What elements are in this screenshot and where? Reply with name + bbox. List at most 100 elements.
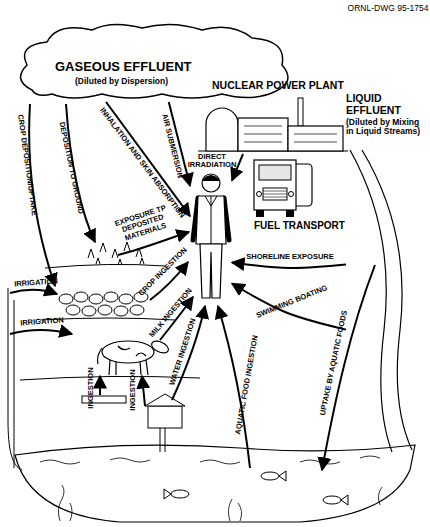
lake <box>15 445 415 522</box>
headlight <box>289 192 294 197</box>
river <box>350 150 412 452</box>
building-windows <box>244 126 337 142</box>
pathway-arrows <box>10 104 375 470</box>
pathway-arrow <box>160 297 193 340</box>
pathway-connector <box>169 102 190 186</box>
pathway-connector <box>232 262 346 268</box>
crop-plant <box>66 305 80 315</box>
person-legs <box>200 244 222 298</box>
exposed-person <box>190 170 232 302</box>
crop-plant <box>119 294 133 304</box>
crop-plant <box>104 292 118 302</box>
reactor-building <box>238 118 288 151</box>
pathway-connector <box>232 284 346 330</box>
fish-body <box>261 472 279 480</box>
turbine-building <box>288 126 343 151</box>
pathway-label: INHALATION AND SKIN ABSORPTION <box>98 106 186 219</box>
water-trough <box>82 396 126 403</box>
transport-title: FUEL TRANSPORT <box>254 220 346 231</box>
pathway-label: INGESTION <box>87 367 95 408</box>
fish-tail <box>279 471 286 481</box>
stack <box>298 98 303 126</box>
pathway-label: IRRIGATION <box>20 316 64 327</box>
crops <box>59 292 148 316</box>
fish-body <box>323 496 341 504</box>
source-note: (Diluted by Mixing in Liquid Streams) <box>346 118 426 137</box>
crop-plant <box>59 294 73 304</box>
cow-tail <box>98 348 103 364</box>
fish <box>164 471 348 505</box>
person-head <box>202 174 220 192</box>
pathway-arrow <box>150 262 188 300</box>
pathway-arrow <box>29 104 55 286</box>
pathway-label: AIR SUBMERSION <box>160 113 184 179</box>
pathway-label: IRRIGATION <box>14 277 58 288</box>
crop-plant <box>82 306 96 316</box>
pathway-label: EXPOSURE TP DEPOSITED MATERIALS <box>110 203 177 246</box>
wheel <box>286 210 294 217</box>
pump-roof <box>145 394 185 406</box>
pathway-label: CROP DEPOSITION/UPTAKE <box>16 114 38 216</box>
water-supply <box>8 288 185 470</box>
source-title: GASEOUS EFFLUENT <box>55 60 255 74</box>
pathway-label: MILK INGESTION <box>148 287 194 340</box>
pathway-label: WATER INGESTION <box>168 317 197 386</box>
crop-plant <box>89 294 103 304</box>
drawing-number: ORNL-DWG 95-1754 <box>348 4 429 13</box>
wheel <box>256 210 264 217</box>
cow <box>98 339 171 375</box>
pathway-connector <box>232 154 243 181</box>
pathway-arrow <box>322 265 375 470</box>
pathway-label: DIRECT IRRADIATION <box>187 153 237 170</box>
grille-bars <box>263 191 287 197</box>
field-edge <box>45 264 165 268</box>
pathway-label: DEPOSITION TO GROUND <box>57 121 85 215</box>
person-jacket <box>196 196 226 244</box>
power-plant: NUCLEAR POWER PLANT <box>198 78 348 154</box>
crop-plant <box>130 305 144 315</box>
source-note: (Diluted by Dispersion) <box>75 77 235 86</box>
pump-house <box>148 406 182 428</box>
plant-title: NUCLEAR POWER PLANT <box>212 80 348 92</box>
pathway-arrow <box>142 376 145 406</box>
river-bank <box>350 150 392 452</box>
person-figure <box>190 170 232 302</box>
field-edge <box>20 376 200 380</box>
jacket-detail <box>205 196 217 244</box>
crop-plant <box>98 305 112 315</box>
water-ripples <box>40 456 380 464</box>
cow-spots <box>118 346 146 356</box>
pathway-label: CROP INGESTION <box>137 246 189 298</box>
grille <box>263 188 287 200</box>
pathway-connector <box>106 102 190 216</box>
pathway-label: AQUATIC FOOD INGESTION <box>234 335 260 436</box>
headlight <box>257 192 262 197</box>
crop-plant <box>134 292 148 302</box>
person-hair <box>202 176 220 182</box>
fuel-transport: FUEL TRANSPORT <box>250 158 345 238</box>
intake-pipe <box>160 428 165 452</box>
pathway-arrow <box>218 306 250 468</box>
pathway-arrow <box>118 232 189 255</box>
crop-plant <box>74 292 88 302</box>
pathway-label: SHORELINE EXPOSURE <box>246 253 334 261</box>
cow-head <box>150 339 171 356</box>
fish-tail <box>341 495 348 505</box>
pathway-arrow <box>66 104 95 242</box>
pathway-arrow <box>99 376 101 395</box>
source-title: LIQUID EFFLUENT <box>346 93 426 116</box>
fish-body <box>171 490 189 498</box>
irrigation-pipe <box>8 288 22 470</box>
liquid-effluent: LIQUID EFFLUENT (Diluted by Mixing in Liq… <box>346 93 428 353</box>
pathway-label: UPTAKE BY AQUATIC FOODS <box>319 310 349 416</box>
containment-dome <box>206 108 238 151</box>
water-plants <box>58 485 382 521</box>
windshield <box>259 165 291 180</box>
pathway-arrow <box>172 306 205 400</box>
pathway-arrow <box>10 290 57 294</box>
river-bank <box>362 150 412 450</box>
fish-tail <box>164 489 171 499</box>
pathway-arrow <box>10 330 72 334</box>
